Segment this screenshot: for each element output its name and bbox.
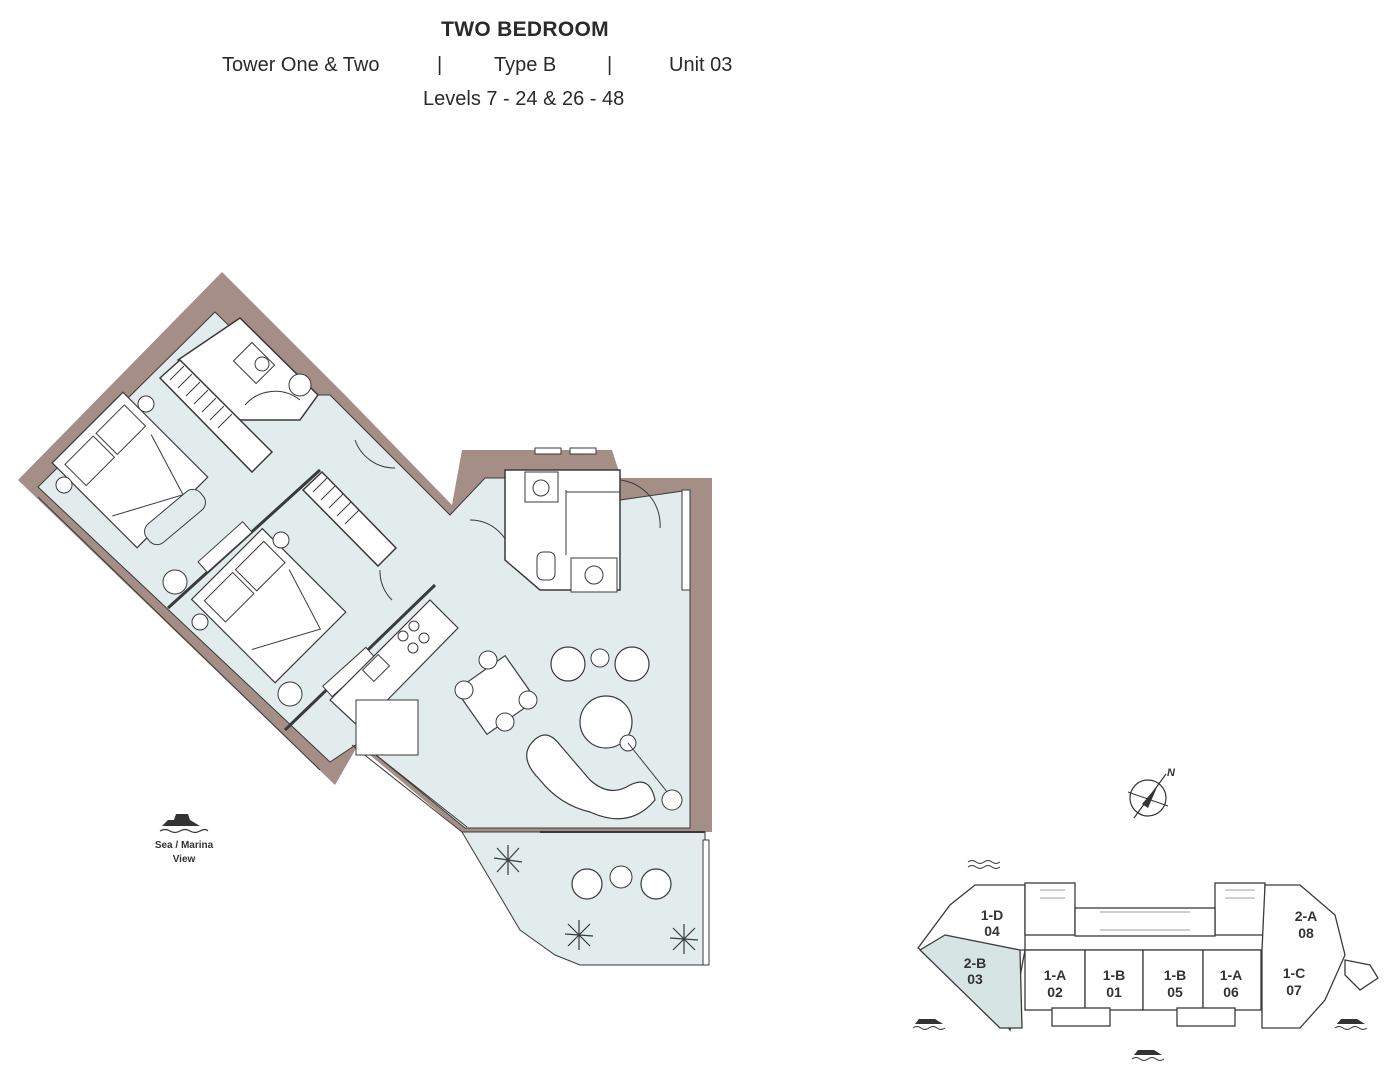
- keyplan-labels: 1-D 04 2-B 03 1-A 02 1-B 01 1-B 05 1-A 0…: [964, 907, 1318, 1000]
- north-arrow-icon: [1127, 773, 1169, 819]
- unit-number-label: 07: [1286, 982, 1302, 998]
- unit-type-label: 1-C: [1283, 965, 1306, 981]
- wave-icon: [967, 860, 1001, 869]
- plant-icon: [669, 924, 699, 954]
- unit-floor-plan: [18, 272, 712, 966]
- plan-title: TWO BEDROOM: [441, 18, 609, 41]
- levels-label: Levels 7 - 24 & 26 - 48: [423, 88, 625, 110]
- separator: |: [607, 54, 613, 76]
- unit-type-label: 2-B: [964, 955, 987, 971]
- key-plan: [917, 882, 1379, 1032]
- plant-icon: [564, 920, 594, 950]
- unit-number-label: 08: [1298, 925, 1314, 941]
- unit-number-label: 05: [1167, 984, 1183, 1000]
- unit-type-label: 1-A: [1044, 967, 1067, 983]
- unit-number-label: 01: [1106, 984, 1122, 1000]
- unit-label: Unit 03: [669, 54, 733, 76]
- plant-icon: [493, 845, 523, 875]
- view-label-line1: Sea / Marina: [155, 840, 214, 851]
- boat-icon: [1334, 1019, 1368, 1030]
- living-sofa: [526, 734, 656, 820]
- boat-icon: [912, 1019, 946, 1030]
- boat-icon: [159, 814, 209, 834]
- unit-type-label: 2-A: [1295, 908, 1318, 924]
- boat-icon: [1131, 1050, 1165, 1061]
- unit-type-label: 1-B: [1103, 967, 1126, 983]
- tower-label: Tower One & Two: [222, 54, 380, 76]
- view-label-line2: View: [173, 854, 196, 865]
- separator: |: [437, 54, 443, 76]
- unit-number-label: 06: [1223, 984, 1239, 1000]
- bedroom-2-bed: [190, 527, 347, 684]
- unit-number-label: 04: [984, 923, 1000, 939]
- unit-type-label: 1-A: [1220, 967, 1243, 983]
- north-label: N: [1167, 767, 1176, 779]
- unit-number-label: 03: [967, 971, 983, 987]
- unit-type-label: 1-D: [981, 907, 1004, 923]
- type-label: Type B: [494, 54, 557, 76]
- unit-type-label: 1-B: [1164, 967, 1187, 983]
- kitchen-counter: [329, 599, 459, 729]
- keyplan-unit-highlight: [918, 934, 1023, 1029]
- unit-number-label: 02: [1047, 984, 1063, 1000]
